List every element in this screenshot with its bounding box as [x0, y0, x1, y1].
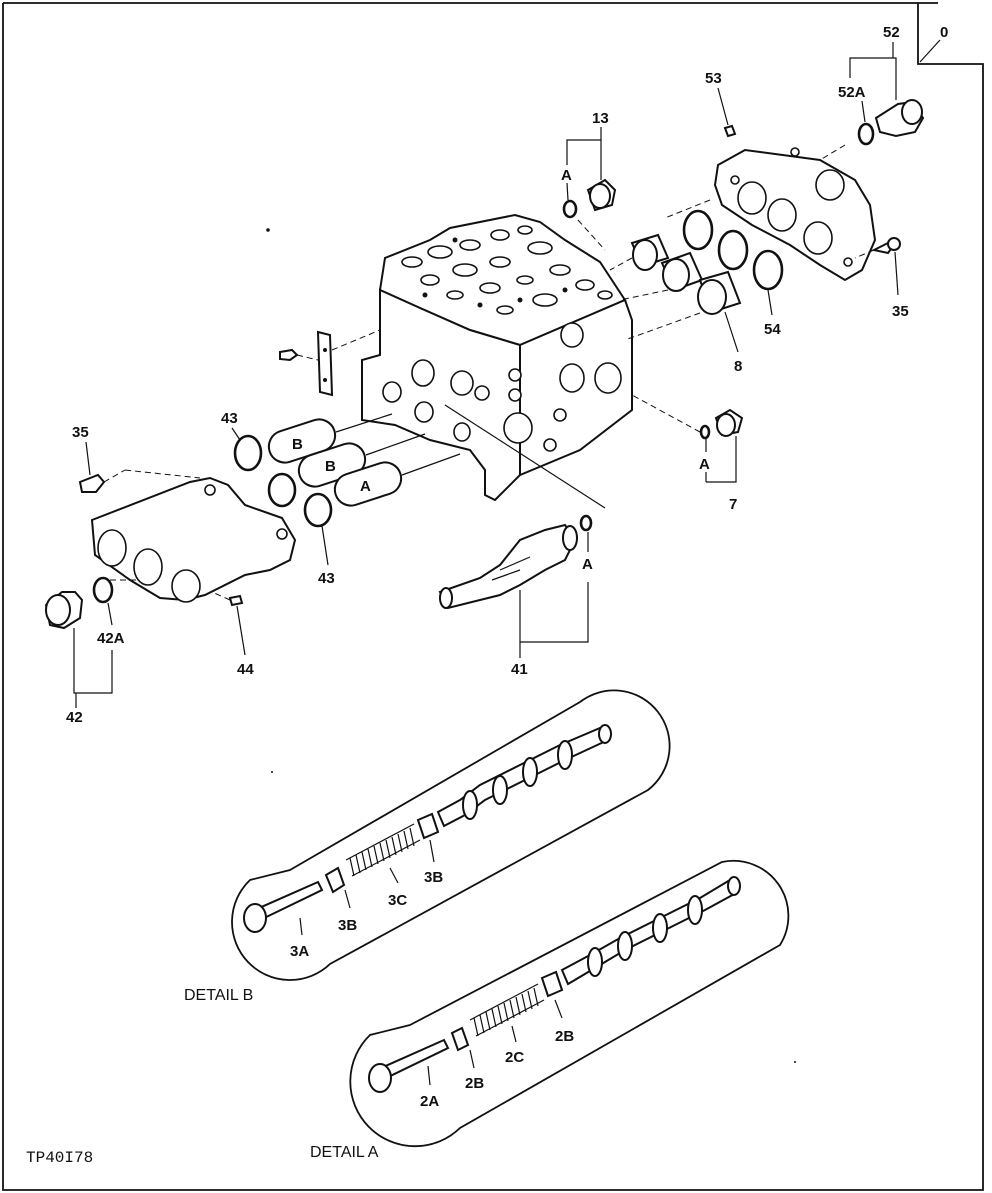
callout-52a: 52A [838, 84, 866, 101]
plug-13 [562, 178, 617, 251]
left-end-cover [44, 469, 297, 630]
callout-35-right: 35 [892, 303, 909, 320]
callout-43-bottom: 43 [318, 570, 335, 587]
callout-13: 13 [592, 110, 609, 127]
detail-a-label-2b-left: 2B [465, 1075, 484, 1092]
callout-42a: 42A [97, 630, 125, 647]
detail-b-label-3b-right: 3B [424, 869, 443, 886]
sleeves-and-orings [609, 144, 846, 341]
callout-13-a: A [561, 167, 572, 184]
callout-44: 44 [237, 661, 254, 678]
detail-b-label-3b-left: 3B [338, 917, 357, 934]
capsule-b2-label: B [325, 458, 336, 475]
callout-8: 8 [734, 358, 742, 375]
right-end-cover [713, 99, 925, 282]
callout-35-left: 35 [72, 424, 89, 441]
detail-a-label-2c: 2C [505, 1049, 524, 1066]
capsule-b1-label: B [292, 436, 303, 453]
callout-42: 42 [66, 709, 83, 726]
detail-a: 2A 2B 2C 2B DETAIL A [310, 859, 790, 1161]
callout-53: 53 [705, 70, 722, 87]
detail-a-title: DETAIL A [310, 1144, 379, 1161]
sheet-id: TP40I78 [26, 1149, 93, 1167]
callout-7-a: A [699, 456, 710, 473]
detail-b-title: DETAIL B [184, 987, 253, 1004]
corner-label: 0 [940, 24, 948, 41]
plug-7 [631, 394, 744, 440]
callout-54: 54 [764, 321, 781, 338]
valve-body [279, 213, 633, 502]
callouts: 13 A 53 52 52A 35 54 8 A 7 43 43 [66, 24, 909, 726]
detail-b-label-3a: 3A [290, 943, 309, 960]
border-frame [2, 3, 984, 1191]
detail-a-label-2b-right: 2B [555, 1028, 574, 1045]
detail-a-label-2a: 2A [420, 1093, 439, 1110]
detail-b-label-3c: 3C [388, 892, 407, 909]
callout-7: 7 [729, 496, 737, 513]
callout-41: 41 [511, 661, 528, 678]
corner-leader [919, 39, 941, 63]
capsule-a1-label: A [360, 478, 371, 495]
callout-43-top: 43 [221, 410, 238, 427]
spool-41 [438, 404, 606, 610]
detail-b: 3A 3B 3C 3B DETAIL B [184, 689, 671, 1004]
orings-43-and-spools: B B A [233, 413, 461, 528]
callout-52: 52 [883, 24, 900, 41]
callout-41-a: A [582, 556, 593, 573]
